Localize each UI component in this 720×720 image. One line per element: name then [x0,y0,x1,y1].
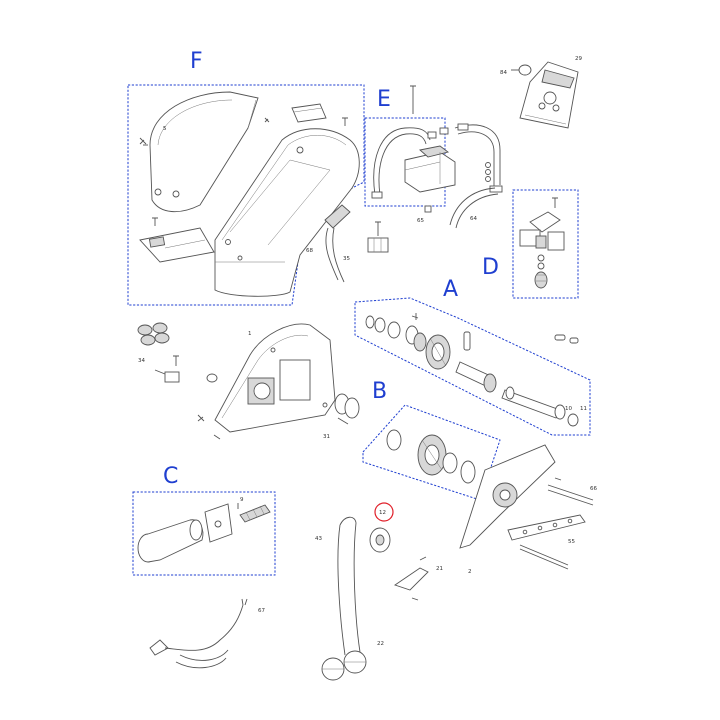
housing-part [214,128,360,297]
washer-part [206,373,218,383]
callout-43: 43 [315,536,322,542]
highlight-circle [374,502,394,522]
screw-icon [152,217,158,226]
gear-part [534,271,548,289]
clip-part [547,231,565,251]
group-f: F 5 [127,49,389,306]
callout-21: 21 [436,566,443,572]
chassis-part: 1 [214,323,336,433]
callout-10: 10 [565,406,572,412]
screw-icon [197,414,205,422]
part-65 [424,205,432,213]
screw-icon [264,117,270,123]
group-a-label: A [443,277,458,302]
screw-icon [411,313,419,320]
main-gear-part [425,334,451,370]
top-plate-part [291,103,327,123]
group-d-label: D [482,255,499,280]
group-d-border [512,189,579,299]
callout-34: 34 [138,358,145,364]
screw-icon [554,477,562,481]
worm-gear-part [239,504,271,523]
callout-68: 68 [306,248,313,254]
callout-2: 2 [468,569,472,575]
callout-65: 65 [417,218,424,224]
group-b-label: B [372,379,387,404]
callout-11: 11 [580,406,587,412]
group-f-label: F [190,49,203,74]
group-b: B [362,379,501,501]
switch-part: 34 [138,355,180,383]
callout-84: 84 [500,70,507,76]
screw-icon [139,137,147,145]
bracket-part [529,211,561,233]
group-a-border [354,297,591,436]
callout-12: 12 [379,510,386,516]
callout-31: 31 [323,434,330,440]
shaft-part [455,361,566,420]
transformer-part [404,127,456,193]
gear-b-part [417,434,447,476]
screw-icon [337,417,349,425]
cable-gland-part: 68 [306,204,351,283]
wire-part [373,127,431,196]
drive-bracket-part: 2 [459,444,556,575]
spring-parts [137,322,170,346]
arm-part: 55 [507,514,586,570]
cap-part [567,413,579,427]
callout-66: 66 [590,486,597,492]
screw-icon [342,117,348,126]
group-e-label: E [377,87,391,112]
cover-part: 5 [143,91,259,212]
callout-9: 9 [240,497,244,503]
highlight-circle-12: 12 [374,502,394,522]
spring-part [537,254,545,262]
group-e-border [364,117,446,207]
group-c: C 9 [132,464,276,576]
callout-22: 22 [377,641,384,647]
bearing-part [413,332,427,352]
screw-icon [410,85,416,114]
callout-35: 35 [343,256,350,262]
screw-icon [552,197,558,208]
callout-5: 5 [163,126,167,132]
callout-55: 55 [568,539,575,545]
balls-part: 22 [321,641,384,681]
rod-part: 66 [547,484,597,506]
motor-part [137,519,204,563]
terminal-block-part: 35 [343,221,389,262]
group-a: A 10 11 [354,277,591,436]
pulley-part [369,527,391,553]
screw-icon [213,434,221,440]
group-d: D [482,189,579,299]
group-c-border [132,491,276,576]
callout-64: 64 [470,216,477,222]
group-c-label: C [163,464,178,489]
remote-control-part: 29 [519,56,582,129]
bracket-21-part: 21 [393,556,443,601]
bushing-part [334,393,360,419]
chain-part: 43 [315,516,361,656]
wire-64-part [449,187,496,226]
callout-1: 1 [248,331,252,337]
callout-29: 29 [575,56,582,62]
pcb-board-part [139,227,215,263]
power-cable-part: 67 [149,598,265,669]
wire-part [454,124,501,185]
group-e: E 64 65 [364,85,503,229]
key-fob-part: 84 [500,64,532,76]
callout-67: 67 [258,608,265,614]
